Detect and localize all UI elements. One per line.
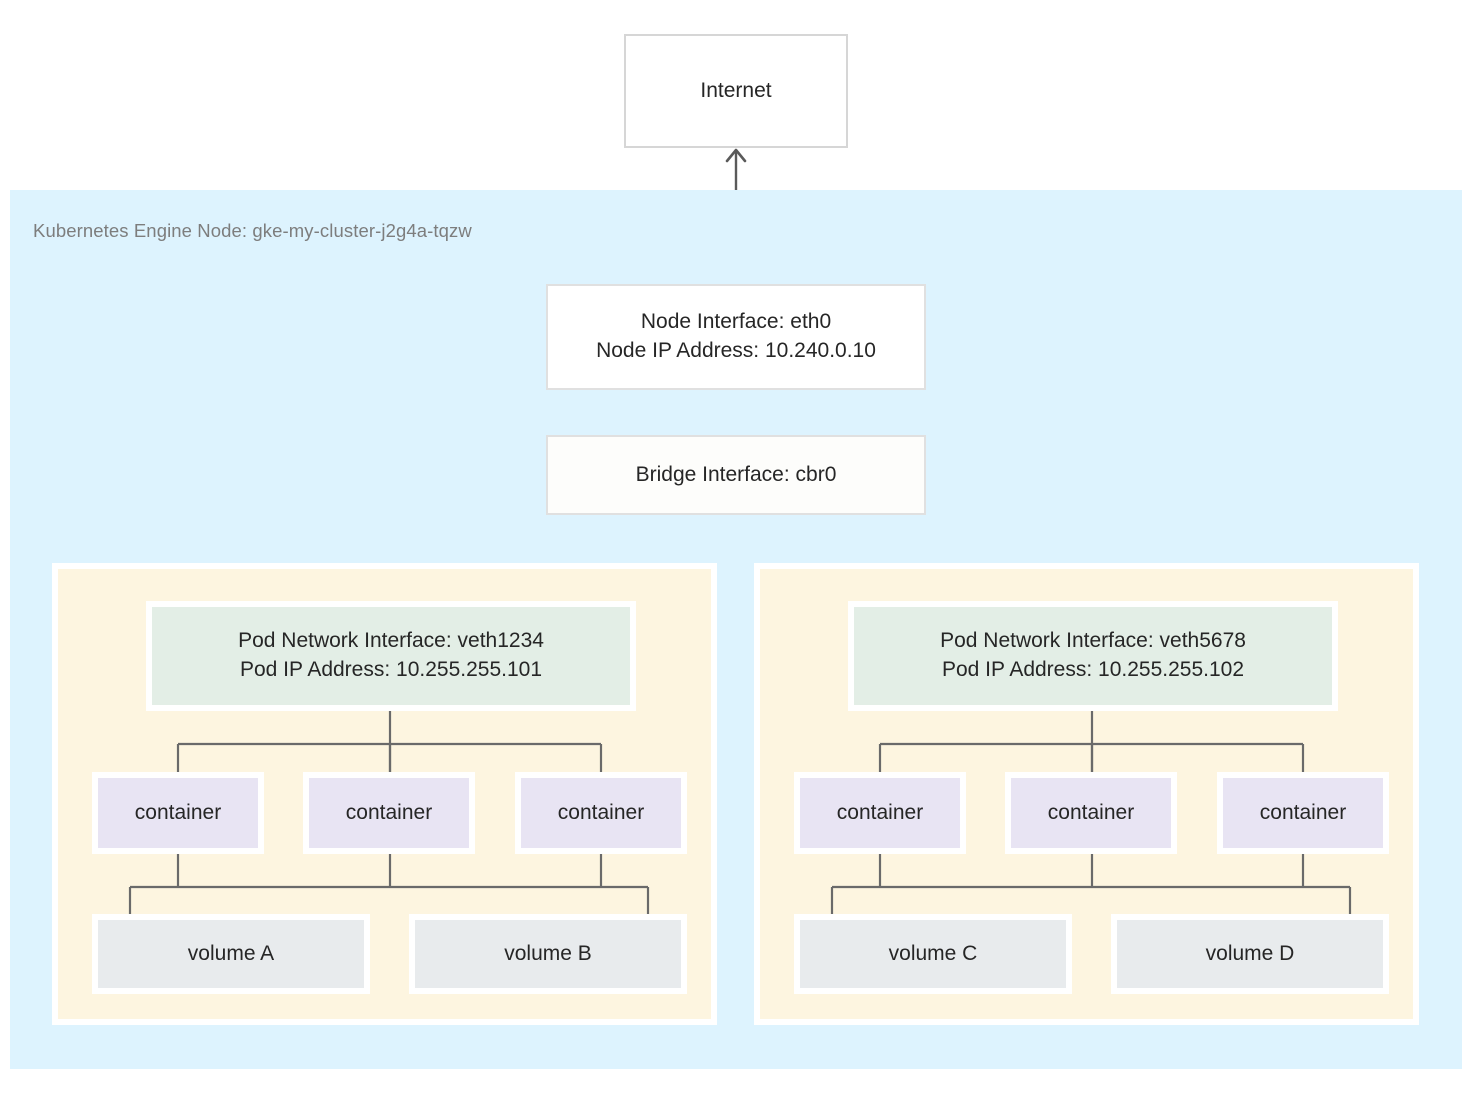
bridge-interface-label: Bridge Interface: cbr0 [635,462,837,486]
node-interface-name: Node Interface: eth0 [640,310,832,334]
internet-node[interactable]: Internet [624,34,848,148]
container-box[interactable]: container [515,772,687,854]
container-label: container [345,801,433,824]
volume-label: volume D [1205,942,1295,965]
volume-box[interactable]: volume A [92,914,370,994]
node-ip-address: Node IP Address: 10.240.0.10 [596,339,876,362]
volume-label: volume C [888,942,978,965]
container-label: container [1259,801,1347,824]
node-interface-box[interactable]: Node Interface: eth0 Node IP Address: 10… [546,284,926,390]
volume-box[interactable]: volume C [794,914,1072,994]
volume-label: volume A [187,942,275,965]
pod-network-interface-1[interactable]: Pod Network Interface: veth1234 Pod IP A… [146,601,636,711]
pod-interface-name: Pod Network Interface: veth1234 [238,629,544,653]
container-label: container [557,801,645,824]
container-label: container [836,801,924,824]
volume-box[interactable]: volume D [1111,914,1389,994]
container-box[interactable]: container [1217,772,1389,854]
pod-ip-address: Pod IP Address: 10.255.255.101 [239,658,543,681]
container-label: container [1047,801,1135,824]
pod-region-2: Pod Network Interface: veth5678 Pod IP A… [754,563,1419,1025]
pod-ip-address: Pod IP Address: 10.255.255.102 [941,658,1245,681]
container-box[interactable]: container [303,772,475,854]
volume-box[interactable]: volume B [409,914,687,994]
arrow-head-up-internet [725,148,747,163]
pod-region-1: Pod Network Interface: veth1234 Pod IP A… [52,563,717,1025]
container-box[interactable]: container [92,772,264,854]
pod-interface-name: Pod Network Interface: veth5678 [940,629,1246,653]
container-box[interactable]: container [794,772,966,854]
container-label: container [134,801,222,824]
node-region-label: Kubernetes Engine Node: gke-my-cluster-j… [33,220,472,241]
volume-label: volume B [504,942,592,965]
container-box[interactable]: container [1005,772,1177,854]
pod-network-interface-2[interactable]: Pod Network Interface: veth5678 Pod IP A… [848,601,1338,711]
bridge-interface-box[interactable]: Bridge Interface: cbr0 [546,435,926,515]
internet-label: Internet [700,78,772,102]
